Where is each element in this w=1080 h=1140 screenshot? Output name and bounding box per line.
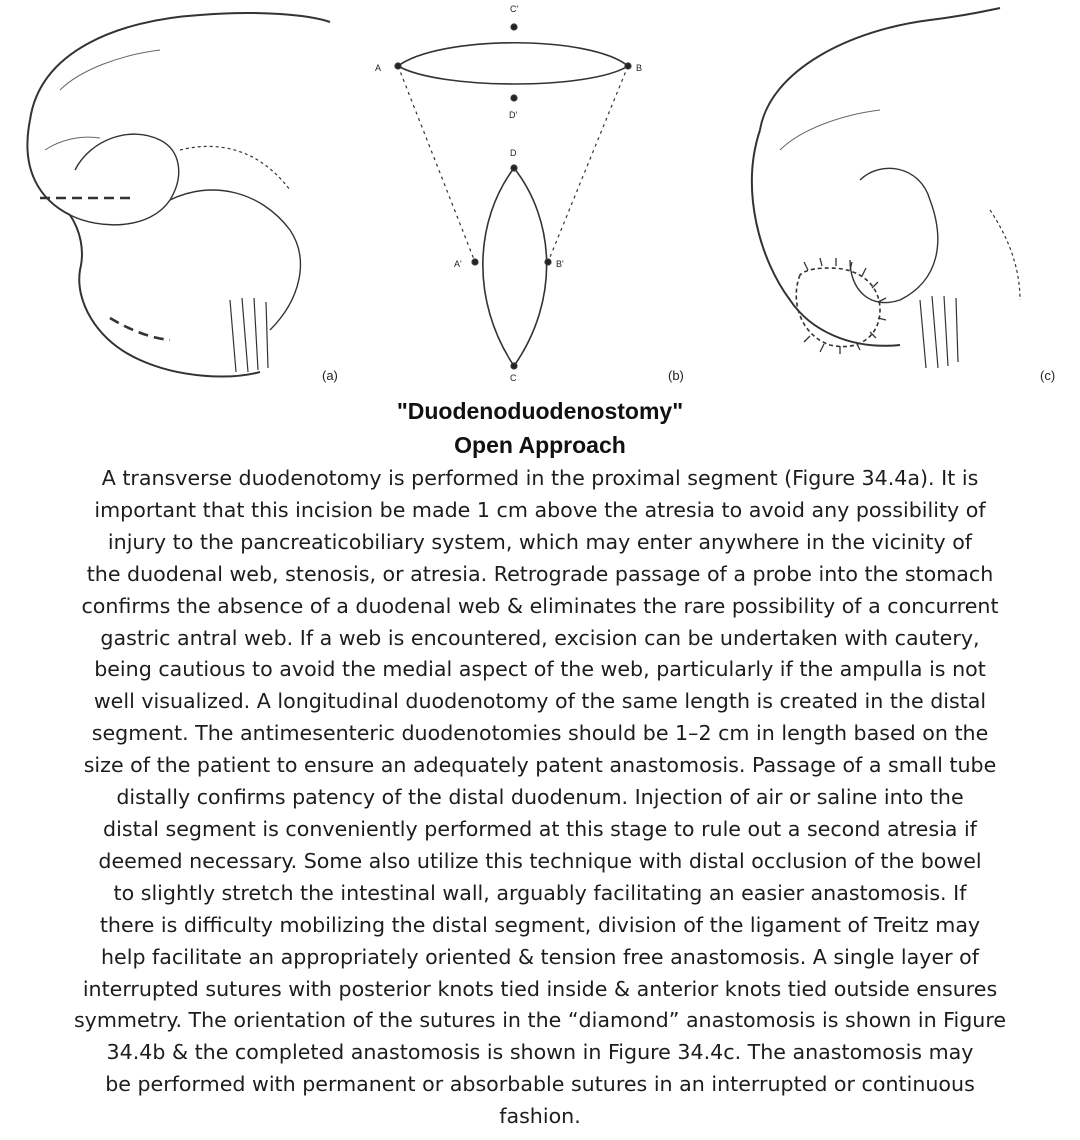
guide-line-right — [547, 65, 629, 263]
point-label-d: D — [510, 148, 517, 158]
guide-line-left — [397, 65, 476, 263]
body-paragraph: A transverse duodenotomy is performed in… — [73, 466, 1007, 1129]
lower-curve-right — [513, 167, 548, 367]
lower-curve-left — [482, 167, 515, 367]
panel-label-b: (b) — [668, 368, 684, 383]
point-label-c: C — [510, 373, 517, 383]
figure-illustrations: C' A B D' D A' B' C — [26, 4, 1021, 383]
document-title: "Duodenoduodenostomy" — [396, 398, 684, 424]
point-label-a-prime: A' — [454, 259, 462, 269]
point-label-c-prime: C' — [510, 4, 518, 14]
point-label-a: A — [375, 63, 381, 73]
illustration-panel-c — [750, 7, 1021, 369]
document-subtitle: Open Approach — [454, 432, 626, 458]
suture-point-labels: C' A B D' D A' B' C — [375, 4, 642, 383]
surgical-figure: C' A B D' D A' B' C (a) (b) (c) — [0, 0, 1080, 392]
illustration-panel-a — [26, 12, 331, 378]
upper-curve-top — [397, 41, 629, 67]
point-label-d-prime: D' — [509, 110, 517, 120]
upper-curve-bottom — [397, 65, 629, 85]
suture-diagram-panel-b — [394, 23, 632, 370]
panel-label-a: (a) — [322, 368, 338, 383]
point-label-b-prime: B' — [556, 259, 564, 269]
panel-label-c: (c) — [1040, 368, 1056, 383]
point-label-b: B — [636, 63, 642, 73]
